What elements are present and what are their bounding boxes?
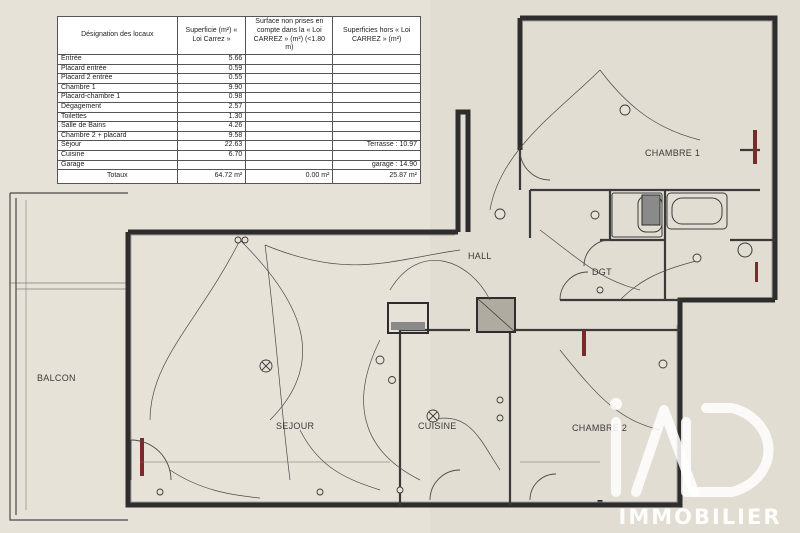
iad-logo-watermark: IMMOBILIER: [602, 392, 798, 532]
row-name: Entrée: [57, 54, 178, 65]
totals-hors: 25.87 m²: [332, 169, 421, 184]
logo-text: IMMOBILIER: [618, 505, 782, 529]
row-hors: Terrasse : 10.97: [332, 140, 421, 151]
row-hors: [332, 54, 421, 65]
balcony-outline: [9, 192, 128, 521]
row-carrez: 0.98: [176, 92, 247, 103]
header-designation: Désignation des locaux: [57, 16, 178, 55]
row-non-carrez: [245, 73, 334, 84]
header-non-carrez: Surface non prises en compte dans la « L…: [245, 16, 334, 55]
row-carrez: [176, 159, 247, 171]
row-name: Chambre 1: [57, 82, 178, 94]
row-name: Séjour: [57, 140, 178, 151]
room-label-dgt: DGT: [592, 267, 612, 277]
room-label-sejour: SEJOUR: [276, 421, 315, 431]
row-hors: [332, 92, 421, 103]
row-hors: [332, 149, 421, 161]
room-label-cuisine: CUISINE: [418, 421, 457, 431]
table-row: Garage garage : 14.90: [57, 159, 421, 171]
row-carrez: 0.59: [176, 63, 247, 75]
row-hors: [332, 73, 421, 84]
header-carrez: Superficie (m²) « Loi Carrez »: [176, 16, 247, 55]
row-non-carrez: [245, 111, 334, 123]
row-name: Placard 2 entrée: [57, 73, 178, 84]
row-non-carrez: [245, 63, 334, 75]
electrical-lines: [149, 69, 701, 499]
totals-carrez: 64.72 m²: [176, 169, 247, 184]
row-carrez: 22.63: [176, 140, 247, 151]
header-hors-carrez: Superficies hors « Loi CARREZ » (m²): [332, 16, 421, 55]
row-carrez: 0.55: [176, 73, 247, 84]
row-carrez: 9.90: [176, 82, 247, 94]
row-name: Toilettes: [57, 111, 178, 123]
room-label-chambre-1: CHAMBRE 1: [645, 148, 701, 158]
row-name: Placard entrée: [57, 63, 178, 75]
outlet-symbols: [156, 104, 702, 496]
room-label-chambre-2: CHAMBRE 2: [572, 423, 628, 433]
row-non-carrez: [245, 54, 334, 65]
iad-logo-icon: [610, 398, 774, 497]
row-non-carrez: [245, 92, 334, 103]
room-label-hall: HALL: [468, 251, 492, 261]
row-hors: [332, 130, 421, 142]
row-carrez: 4.26: [176, 121, 247, 132]
red-markers: [140, 130, 758, 476]
row-hors: [332, 63, 421, 75]
room-label-balcon: BALCON: [37, 373, 76, 383]
row-hors: [332, 101, 421, 113]
row-non-carrez: [245, 121, 334, 132]
row-name: Cuisine: [57, 149, 178, 161]
row-carrez: 6.70: [176, 149, 247, 161]
fixtures: [387, 192, 753, 334]
row-carrez: 5.66: [176, 54, 247, 65]
row-non-carrez: [245, 159, 334, 171]
door-swings: [130, 149, 611, 501]
row-carrez: 2.57: [176, 101, 247, 113]
row-name: Dégagement: [57, 101, 178, 113]
wall-hatching: [130, 20, 773, 503]
row-hors: [332, 121, 421, 132]
table-totals-row: Totaux 64.72 m² 0.00 m² 25.87 m²: [57, 169, 421, 184]
exterior-walls: [125, 15, 778, 508]
row-hors: garage : 14.90: [332, 159, 421, 171]
totals-non-carrez: 0.00 m²: [245, 169, 334, 184]
row-carrez: 9.58: [176, 130, 247, 142]
row-carrez: 1.30: [176, 111, 247, 123]
row-name: Chambre 2 + placard: [57, 130, 178, 142]
row-hors: [332, 111, 421, 123]
row-non-carrez: [245, 82, 334, 94]
row-name: Placard-chambre 1: [57, 92, 178, 103]
row-non-carrez: [245, 140, 334, 151]
row-non-carrez: [245, 149, 334, 161]
row-hors: [332, 82, 421, 94]
totals-label: Totaux: [57, 169, 178, 184]
row-non-carrez: [245, 130, 334, 142]
row-name: Garage: [57, 159, 178, 171]
row-name: Salle de Bains: [57, 121, 178, 132]
dimension-lines: [25, 200, 600, 510]
row-non-carrez: [245, 101, 334, 113]
table-header-row: Désignation des locaux Superficie (m²) «…: [57, 16, 421, 55]
surface-area-table: Désignation des locaux Superficie (m²) «…: [57, 16, 421, 184]
